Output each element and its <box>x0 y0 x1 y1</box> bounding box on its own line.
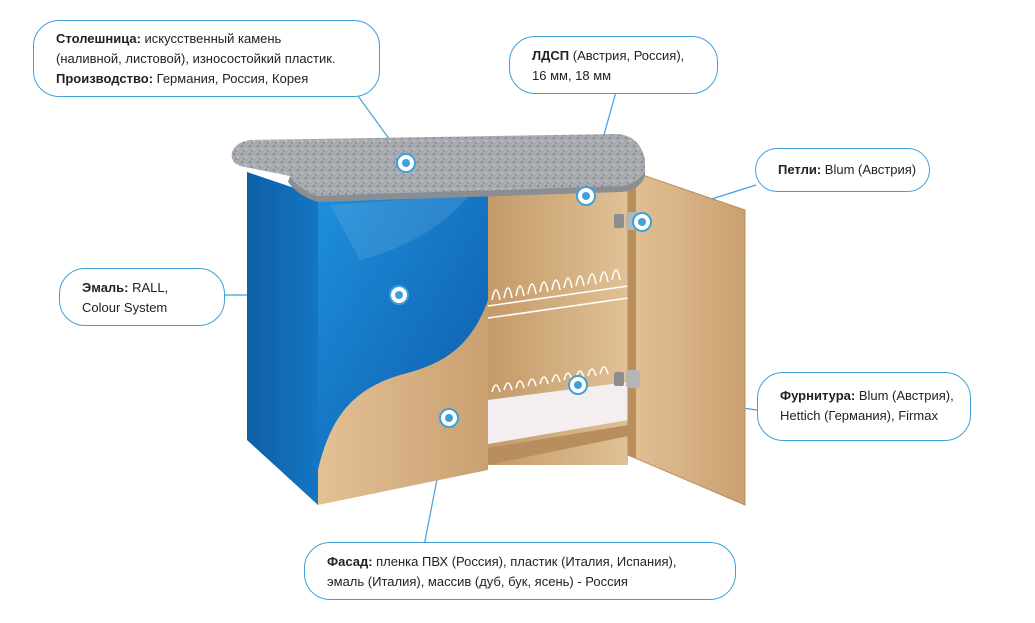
cabinet <box>231 134 746 506</box>
marker-ldsp <box>576 186 596 206</box>
callout-ldsp: ЛДСП (Австрия, Россия), 16 мм, 18 мм <box>509 36 718 94</box>
countertop-text: искусственный камень <box>140 31 282 46</box>
facade-label: Фасад: <box>327 554 373 569</box>
callout-countertop: Столешница: искусственный камень (наливн… <box>33 20 380 97</box>
dish-rack-lower <box>488 366 628 444</box>
facade-text-2: эмаль (Италия), массив (дуб, бук, ясень)… <box>327 574 628 589</box>
marker-hinges <box>632 212 652 232</box>
enamel-wave <box>318 184 488 470</box>
callout-hardware: Фурнитура: Blum (Австрия), Hettich (Герм… <box>757 372 971 441</box>
countertop-text-2: (наливной, листовой), износостойкий плас… <box>56 51 336 66</box>
hinges-text: Blum (Австрия) <box>821 162 917 177</box>
dish-rack-upper <box>487 269 629 319</box>
callout-enamel: Эмаль: RALL, Colour System <box>59 268 225 326</box>
enamel-text: RALL, <box>128 280 169 295</box>
callout-hinges: Петли: Blum (Австрия) <box>755 148 930 192</box>
hinges-label: Петли: <box>778 162 822 177</box>
facade-text: пленка ПВХ (Россия), пластик (Италия, Ис… <box>372 554 677 569</box>
markers <box>389 153 652 428</box>
countertop-label: Столешница: <box>56 31 141 46</box>
ldsp-text: (Австрия, Россия), <box>569 48 685 63</box>
enamel-text-2: Colour System <box>82 300 168 315</box>
marker-facade <box>439 408 459 428</box>
callout-facade: Фасад: пленка ПВХ (Россия), пластик (Ита… <box>304 542 736 600</box>
ldsp-label: ЛДСП <box>532 48 570 63</box>
countertop <box>231 134 645 196</box>
ldsp-text-2: 16 мм, 18 мм <box>532 68 612 83</box>
hardware-text: Blum (Австрия), <box>855 388 954 403</box>
hardware-text-2: Hettich (Германия), Firmax <box>780 408 938 423</box>
production-text: Германия, Россия, Корея <box>153 71 309 86</box>
marker-enamel <box>389 285 409 305</box>
marker-countertop <box>396 153 416 173</box>
marker-hardware <box>568 375 588 395</box>
enamel-label: Эмаль: <box>82 280 129 295</box>
cabinet-bottom <box>488 425 628 465</box>
cabinet-side-panel <box>247 172 318 505</box>
hardware-label: Фурнитура: <box>780 388 856 403</box>
production-label: Производство: <box>56 71 154 86</box>
